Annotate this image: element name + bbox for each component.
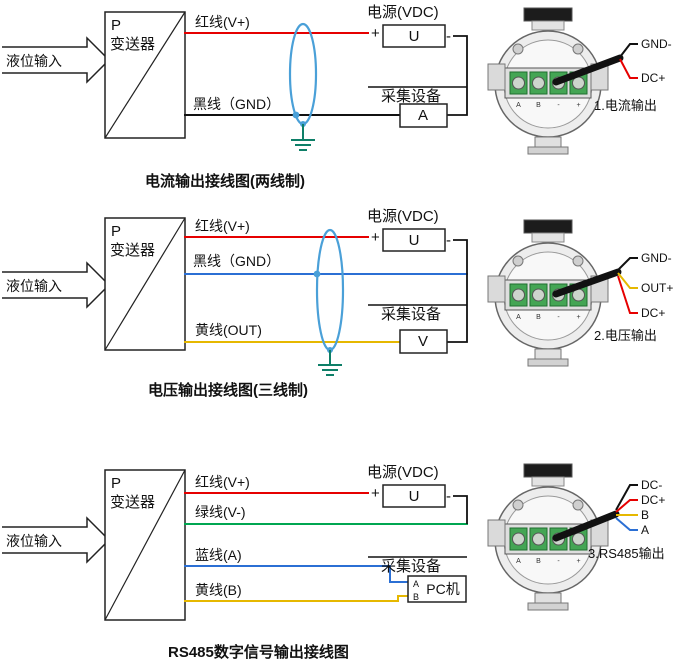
device3-dcminus-stub	[615, 484, 638, 511]
power-unit-label: U	[409, 232, 420, 249]
device1-pin-gnd: GND-	[641, 37, 672, 51]
red-wire-label: 红线(V+)	[195, 14, 250, 30]
device3-a-stub	[615, 517, 638, 531]
device-current-output: GND- DC+ 1.电流输出	[487, 7, 672, 155]
pc-box	[407, 575, 467, 603]
shield-junction-dot	[313, 270, 321, 278]
collector-title: 采集设备	[381, 306, 441, 323]
ground-symbol	[318, 350, 342, 376]
power-return-wire	[447, 35, 468, 116]
shield-ellipse	[288, 22, 318, 126]
power-unit-box	[382, 24, 446, 48]
diagram-rs485-output: 液位输入 P 变送器 红线(V+) 绿线(V-) 蓝线(A) 黄线(B) 电源(…	[2, 464, 468, 661]
power-unit-box	[382, 228, 446, 252]
transmitter-photo-3	[487, 463, 609, 611]
transmitter-name: 变送器	[110, 494, 155, 511]
transmitter-p: P	[111, 475, 121, 492]
device2-pin-out: OUT+	[641, 281, 673, 295]
device1-gnd-stub	[619, 43, 638, 58]
device2-cable	[552, 268, 622, 298]
device1-dc-stub	[619, 58, 638, 79]
device1-pin-dc: DC+	[641, 71, 665, 85]
diagram2-caption: 电压输出接线图(三线制)	[148, 381, 308, 399]
shield-junction-dot	[292, 111, 300, 119]
collector-title: 采集设备	[381, 558, 441, 575]
device-rs485-output: DC- DC+ B A 3.RS485输出	[487, 463, 665, 611]
power-unit-label: U	[409, 488, 420, 505]
plus-sign: +	[371, 229, 380, 246]
device3-pin-a: A	[641, 523, 649, 537]
minus-sign: -	[446, 488, 451, 505]
transmitter-photo-1	[487, 7, 609, 155]
transmitter-p: P	[111, 223, 121, 240]
plus-sign: +	[371, 485, 380, 502]
power-title: 电源(VDC)	[367, 4, 439, 21]
device2-caption: 2.电压输出	[594, 328, 657, 343]
device-voltage-output: GND- OUT+ DC+ 2.电压输出	[487, 219, 673, 367]
device3-caption: 3.RS485输出	[588, 546, 665, 561]
collector-unit-box	[399, 329, 448, 354]
collector-unit-label: V	[418, 333, 428, 350]
diagram-voltage-output: 液位输入 P 变送器 红线(V+) 黑线（GND） 黄线(OUT) 电源(VDC…	[2, 208, 468, 399]
device2-dc-stub	[617, 275, 638, 314]
device3-pin-dcplus: DC+	[641, 493, 665, 507]
collector-unit-label: A	[418, 107, 428, 124]
device1-caption: 1.电流输出	[594, 98, 657, 113]
minus-sign: -	[446, 28, 451, 45]
diagram3-caption: RS485数字信号输出接线图	[168, 643, 349, 661]
device2-out-stub	[617, 272, 638, 289]
yellow-wire-label: 黄线(B)	[195, 582, 242, 598]
pc-pin-a: A	[413, 579, 419, 589]
shield-ellipse	[315, 228, 345, 352]
ground-symbol	[291, 124, 315, 151]
plus-sign: +	[371, 25, 380, 42]
level-input-label: 液位输入	[6, 533, 62, 549]
collector-unit-box	[399, 103, 448, 128]
device2-gnd-stub	[617, 257, 638, 271]
device3-cable	[552, 510, 620, 542]
blue-wire-label: 蓝线(A)	[195, 547, 242, 563]
diagram-current-output: 液位输入 P 变送器 红线(V+) 黑线（GND） 电源(VDC) + U - …	[2, 4, 468, 190]
gnd-wire-label: 黑线（GND）	[193, 253, 280, 269]
collector-title: 采集设备	[381, 88, 441, 105]
minus-sign: -	[446, 232, 451, 249]
device3-pin-b: B	[641, 508, 649, 522]
green-wire-label: 绿线(V-)	[195, 504, 246, 520]
device3-dcplus-stub	[615, 499, 638, 513]
yellow-wire	[184, 595, 409, 602]
red-wire-label: 红线(V+)	[195, 218, 250, 234]
level-input-label: 液位输入	[6, 53, 62, 69]
diagram1-caption: 电流输出接线图(两线制)	[145, 172, 305, 190]
transmitter-diagonal	[104, 469, 186, 621]
red-wire-label: 红线(V+)	[195, 474, 250, 490]
pc-label: PC机	[426, 581, 459, 597]
transmitter-photo-2	[487, 219, 609, 367]
device2-pin-dc: DC+	[641, 306, 665, 320]
transmitter-diagonal	[104, 217, 186, 351]
pc-pin-b: B	[413, 592, 419, 602]
power-return-wire	[453, 495, 468, 524]
device1-cable	[552, 54, 624, 86]
power-title: 电源(VDC)	[367, 464, 439, 481]
device2-pin-gnd: GND-	[641, 251, 672, 265]
power-unit-label: U	[409, 28, 420, 45]
transmitter-name: 变送器	[110, 242, 155, 259]
transmitter-name: 变送器	[110, 36, 155, 53]
black-wire-label: 黑线（GND）	[193, 96, 280, 112]
power-return-wire	[447, 239, 468, 343]
blue-wire	[184, 565, 409, 583]
transmitter-diagonal	[104, 11, 186, 139]
power-unit-box	[382, 484, 446, 508]
level-input-label: 液位输入	[6, 278, 62, 294]
out-wire-label: 黄线(OUT)	[195, 322, 262, 338]
power-title: 电源(VDC)	[367, 208, 439, 225]
transmitter-p: P	[111, 17, 121, 34]
device3-pin-dcminus: DC-	[641, 478, 662, 492]
